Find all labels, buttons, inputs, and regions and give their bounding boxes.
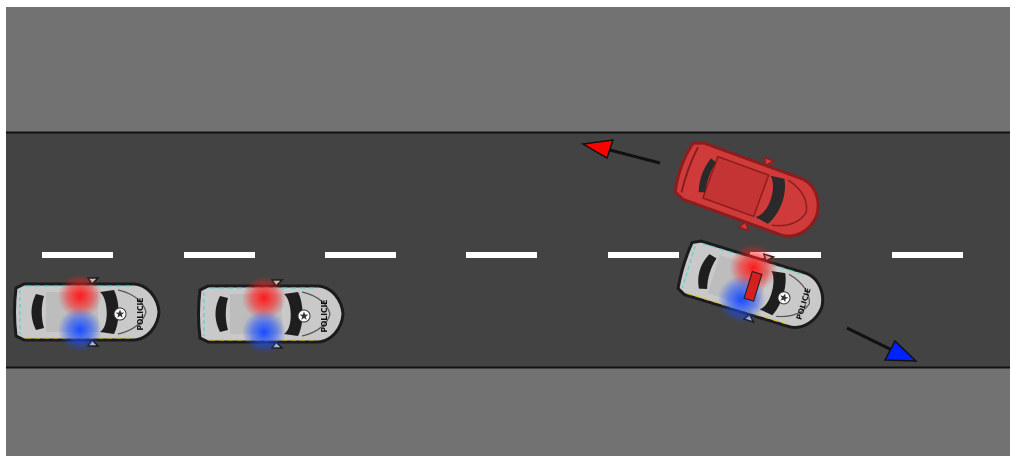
police-label: POLICIE [320,300,329,333]
lane-dash [892,252,963,258]
lane-dash [608,252,679,258]
police-car-2: POLICIE [199,276,344,354]
lane-dash [466,252,537,258]
police-car-1: POLICIE [15,274,160,352]
police-label: POLICIE [136,298,145,331]
lane-dash [42,252,113,258]
siren-blue-light [242,310,286,354]
lane-dash [184,252,255,258]
lane-dash [325,252,396,258]
siren-blue-light [58,308,102,352]
